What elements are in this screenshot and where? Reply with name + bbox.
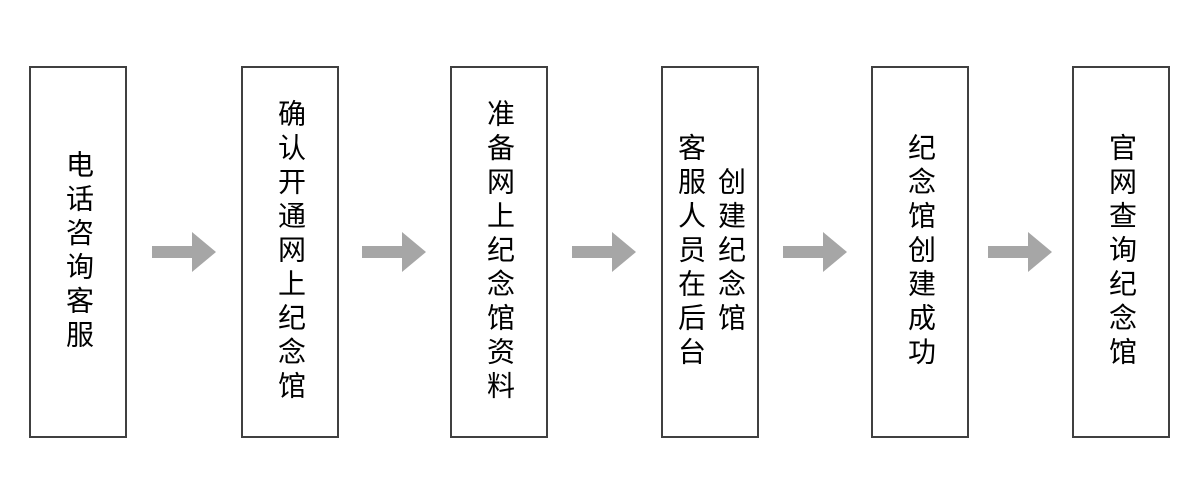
flow-step-3: 准备网上纪念馆资料	[450, 66, 548, 438]
arrow-right-icon	[362, 232, 426, 272]
flow-step-4: 客服人员在后台 创建纪念馆	[661, 66, 759, 438]
arrow-right-shape	[152, 232, 216, 272]
flow-step-6: 官网查询纪念馆	[1072, 66, 1170, 438]
arrow-right-icon	[152, 232, 216, 272]
flow-step-3-text: 准备网上纪念馆资料	[479, 99, 519, 405]
flow-step-6-text: 官网查询纪念馆	[1101, 133, 1141, 371]
arrow-right-shape	[572, 232, 636, 272]
flow-step-4-text: 客服人员在后台 创建纪念馆	[670, 133, 750, 371]
flow-step-1-text: 电话咨询客服	[58, 150, 98, 354]
arrow-right-shape	[988, 232, 1052, 272]
flow-step-2: 确认开通网上纪念馆	[241, 66, 339, 438]
flow-step-5-text: 纪念馆创建成功	[900, 133, 940, 371]
arrow-right-icon	[572, 232, 636, 272]
flow-step-4-line-2: 创建纪念馆	[715, 167, 746, 337]
flow-step-2-line-1: 确认开通网上纪念馆	[275, 99, 306, 405]
arrow-right-icon	[783, 232, 847, 272]
flow-step-5: 纪念馆创建成功	[871, 66, 969, 438]
arrow-right-icon	[988, 232, 1052, 272]
flow-step-4-line-1: 客服人员在后台	[675, 133, 706, 371]
flow-step-2-text: 确认开通网上纪念馆	[270, 99, 310, 405]
flow-step-6-line-1: 官网查询纪念馆	[1106, 133, 1137, 371]
flow-step-3-line-1: 准备网上纪念馆资料	[484, 99, 515, 405]
arrow-right-shape	[783, 232, 847, 272]
arrow-right-shape	[362, 232, 426, 272]
flow-step-5-line-1: 纪念馆创建成功	[905, 133, 936, 371]
flow-step-1: 电话咨询客服	[29, 66, 127, 438]
flow-step-1-line-1: 电话咨询客服	[63, 150, 94, 354]
